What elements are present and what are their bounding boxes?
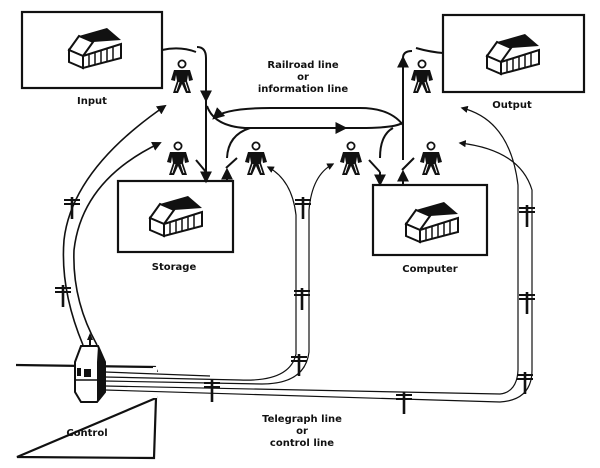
worker-icon [244,141,268,176]
rail-segment [226,127,251,159]
worker-icon [410,59,434,94]
telegraph-label-line2: or [296,426,308,437]
telegraph-pole-icon [394,390,414,416]
telegraph-pole-icon [62,195,82,221]
storage-box [116,179,235,254]
railroad-label-line2: or [297,72,309,83]
rail-segment [161,47,197,53]
worker-icon [166,141,190,176]
input-label: Input [77,96,107,107]
worker-icon [170,59,194,94]
computer-box [371,183,489,257]
telegraph-pole-icon [202,378,222,404]
railroad-annotation: Railroad line or information line [258,60,349,95]
railroad-label-line3: information line [258,84,349,95]
switch [225,157,238,169]
rail-segment [206,105,403,129]
control-wire [104,140,533,403]
storage-label: Storage [152,262,197,273]
worker-icon [419,141,443,176]
telegraph-label-line3: control line [270,438,334,449]
telegraph-annotation: Telegraph line or control line [262,414,342,449]
output-label: Output [492,100,532,111]
output-box [441,13,586,94]
telegraph-label-line1: Telegraph line [262,414,342,425]
switch [368,159,381,173]
telegraph-lines [62,104,533,403]
storage-node: Storage [116,179,235,273]
input-box [20,10,164,90]
control-wire [104,105,519,395]
rail-segment [379,127,394,159]
rail-segment [402,50,413,59]
control-wire [62,104,167,346]
control-tower-icon [74,333,106,403]
rail-segment [212,107,404,126]
railroad-label-line1: Railroad line [267,60,338,71]
switch [401,157,415,171]
rail-segment [415,47,444,54]
control-wire [104,166,297,381]
output-node: Output [441,13,586,111]
input-node: Input [20,10,164,107]
control-node: Control [15,333,159,460]
control-wire [73,141,162,346]
computer-label: Computer [402,264,457,275]
control-label: Control [66,428,107,439]
control-wire [104,371,211,377]
railroad-lines [161,46,444,187]
control-wire [104,163,335,385]
switch [195,159,207,173]
worker-icon [339,141,363,176]
rail-segment [196,46,212,103]
computer-node: Computer [371,183,489,275]
